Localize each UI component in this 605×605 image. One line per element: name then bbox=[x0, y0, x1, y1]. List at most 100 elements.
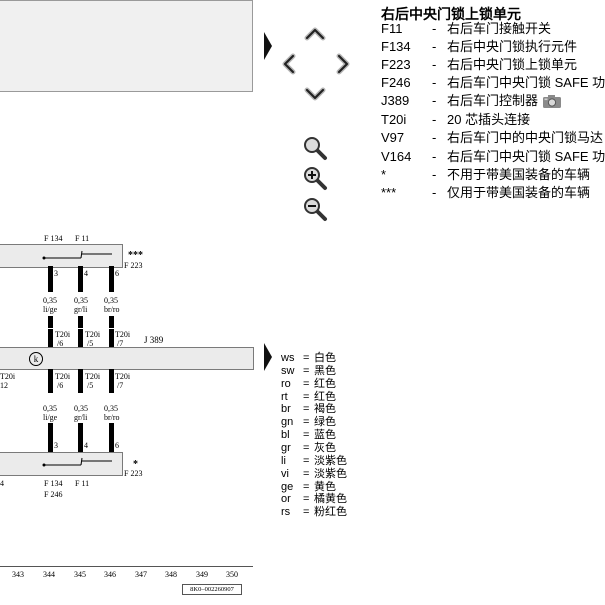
equals-sign: = bbox=[303, 441, 310, 454]
color-abbr: ws bbox=[281, 352, 295, 364]
wire-color: gr/li bbox=[74, 413, 88, 422]
color-name: 粉红色 bbox=[314, 506, 347, 519]
legend-code: V164 bbox=[381, 149, 412, 164]
diagram-top-panel bbox=[0, 0, 253, 92]
connector-pin: /5 bbox=[87, 339, 94, 348]
color-abbr: li bbox=[281, 454, 286, 467]
zoom-fit-icon[interactable] bbox=[302, 135, 328, 161]
legend-code: F11 bbox=[381, 21, 403, 36]
nav-left-icon[interactable] bbox=[277, 52, 301, 76]
control-unit-bar bbox=[0, 347, 254, 370]
legend-desc-text: 右后车门中央门锁 SAFE 功 bbox=[447, 75, 605, 90]
wire bbox=[48, 316, 53, 328]
connector-name: T20i bbox=[115, 372, 131, 381]
equals-sign: = bbox=[303, 352, 310, 364]
color-name: 灰色 bbox=[314, 441, 336, 454]
nav-right-icon[interactable] bbox=[331, 52, 355, 76]
legend-desc-text: 不用于带美国装备的车辆 bbox=[447, 167, 591, 182]
switch-symbol-icon bbox=[42, 250, 112, 260]
lock-unit-box-top bbox=[0, 244, 123, 268]
zoom-in-icon[interactable] bbox=[302, 165, 328, 191]
color-name: 黑色 bbox=[314, 364, 336, 377]
expand-arrow-icon[interactable] bbox=[264, 32, 272, 60]
equals-sign: = bbox=[303, 416, 310, 429]
legend-desc: 右后车门控制器 bbox=[447, 92, 562, 110]
component-label: 4 bbox=[0, 479, 4, 488]
legend-dash: - bbox=[432, 185, 437, 200]
legend-desc: 右后车门中的中央门锁马达 bbox=[447, 129, 603, 147]
color-abbr: rt bbox=[281, 390, 288, 403]
legend-dash: - bbox=[432, 167, 437, 182]
track-number: 343 bbox=[12, 570, 24, 579]
color-name: 红色 bbox=[314, 390, 336, 403]
equals-sign: = bbox=[303, 429, 310, 442]
track-number: 349 bbox=[196, 570, 208, 579]
legend-code: F223 bbox=[381, 57, 411, 72]
unit-label: F 223 bbox=[124, 261, 143, 270]
legend-desc-text: 右后车门控制器 bbox=[447, 93, 539, 108]
legend-dash: - bbox=[432, 57, 437, 72]
legend-desc-text: 仅用于带美国装备的车辆 bbox=[447, 185, 591, 200]
color-name: 黄色 bbox=[314, 480, 336, 493]
expand-arrow-icon[interactable] bbox=[264, 343, 272, 371]
color-abbr: gn bbox=[281, 416, 294, 429]
track-rule bbox=[0, 566, 253, 567]
color-abbr: ge bbox=[281, 480, 294, 493]
wire bbox=[78, 266, 83, 292]
switch-symbol-icon bbox=[42, 457, 112, 467]
legend-code: * bbox=[381, 167, 387, 182]
equals-sign: = bbox=[303, 493, 310, 506]
camera-icon[interactable] bbox=[542, 94, 562, 109]
color-name: 淡紫色 bbox=[314, 467, 347, 480]
unit-label: F 223 bbox=[124, 469, 143, 478]
legend-dash: - bbox=[432, 93, 437, 108]
color-abbr: sw bbox=[281, 364, 295, 377]
color-abbr: bl bbox=[281, 429, 290, 442]
connector-name: T20i bbox=[0, 372, 16, 381]
wire bbox=[78, 329, 83, 349]
color-abbr: vi bbox=[281, 467, 289, 480]
equals-sign: = bbox=[303, 480, 310, 493]
nav-down-icon[interactable] bbox=[303, 82, 327, 106]
wire-color: li/ge bbox=[43, 305, 58, 314]
connector-name: T20i bbox=[85, 330, 101, 339]
wire bbox=[48, 329, 53, 349]
component-label: F 246 bbox=[44, 490, 63, 499]
component-label: F 134 bbox=[44, 234, 63, 243]
wire bbox=[109, 266, 114, 292]
legend-desc: 不用于带美国装备的车辆 bbox=[447, 166, 590, 184]
legend-dash: - bbox=[432, 112, 437, 127]
connector-name: T20i bbox=[85, 372, 101, 381]
wire-color: li/ge bbox=[43, 413, 58, 422]
ground-symbol: k bbox=[29, 352, 43, 366]
control-unit-label: J 389 bbox=[144, 335, 164, 345]
equals-sign: = bbox=[303, 390, 310, 403]
legend-desc: 右后车门中央门锁 SAFE 功 bbox=[447, 148, 605, 166]
wire-size: 0,35 bbox=[74, 296, 88, 305]
wire bbox=[109, 329, 114, 349]
pin-number: 6 bbox=[115, 441, 119, 450]
legend-desc-text: 右后中央门锁上锁单元 bbox=[447, 57, 578, 72]
equals-sign: = bbox=[303, 377, 310, 390]
wire bbox=[78, 369, 83, 393]
equals-sign: = bbox=[303, 364, 310, 377]
legend-desc: 右后中央门锁执行元件 bbox=[447, 38, 577, 56]
wire bbox=[78, 423, 83, 453]
nav-up-icon[interactable] bbox=[303, 22, 327, 46]
wire bbox=[48, 266, 53, 292]
legend-desc: 右后车门中央门锁 SAFE 功 bbox=[447, 74, 605, 92]
equals-sign: = bbox=[303, 403, 310, 416]
wire-size: 0,35 bbox=[43, 404, 57, 413]
color-name: 白色 bbox=[314, 352, 336, 364]
wire bbox=[109, 423, 114, 453]
wire-color: br/ro bbox=[104, 305, 120, 314]
legend-code: *** bbox=[381, 185, 397, 200]
equals-sign: = bbox=[303, 454, 310, 467]
wire bbox=[48, 369, 53, 393]
connector-pin: /7 bbox=[117, 339, 124, 348]
wire bbox=[48, 423, 53, 453]
legend-dash: - bbox=[432, 21, 437, 36]
legend-dash: - bbox=[432, 149, 437, 164]
zoom-out-icon[interactable] bbox=[302, 196, 328, 222]
wire-size: 0,35 bbox=[104, 296, 118, 305]
